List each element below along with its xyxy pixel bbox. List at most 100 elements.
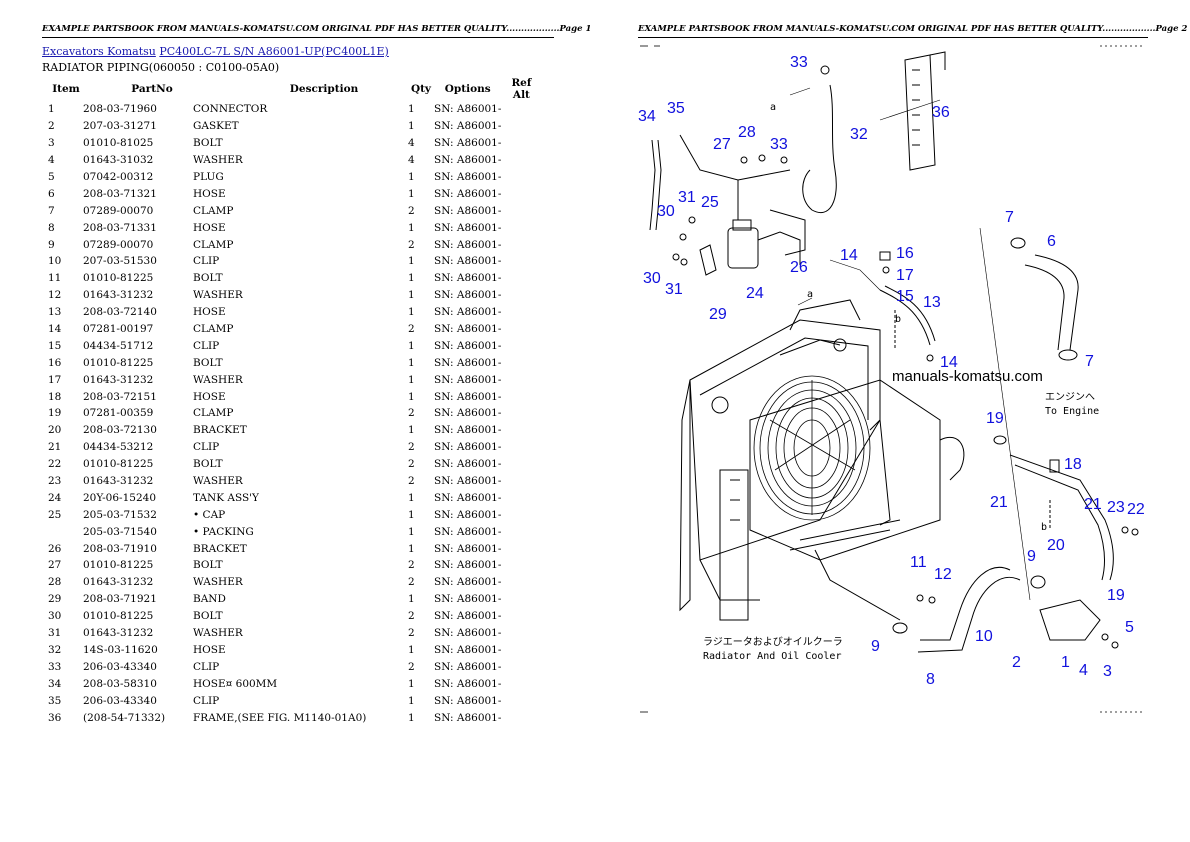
cell-qty: 1: [408, 339, 415, 352]
cell-partno: (208-54-71332): [83, 711, 166, 724]
cell-description: BOLT: [193, 458, 223, 471]
cell-ref-alt: [501, 439, 541, 456]
cell-item: 22: [48, 458, 62, 471]
cell-qty: 2: [408, 204, 415, 217]
cell-description: BRACKET: [193, 542, 247, 555]
callout-25: 25: [701, 194, 719, 211]
cell-description: CLAMP: [193, 204, 234, 217]
cell-partno: 208-03-71910: [83, 542, 157, 555]
cell-qty: 2: [408, 441, 415, 454]
breadcrumb-link-category[interactable]: Excavators Komatsu: [42, 45, 156, 58]
cell-options: SN: A86001-: [434, 525, 502, 538]
callout-33-b: 33: [770, 136, 788, 153]
cell-ref-alt: [501, 135, 541, 152]
cell-item: 18: [48, 390, 62, 403]
callout-1: 1: [1061, 654, 1070, 671]
cell-description: WASHER: [193, 289, 243, 302]
cell-qty: 1: [408, 356, 415, 369]
page1-header-rule: [42, 37, 554, 38]
cell-qty: 1: [408, 525, 415, 538]
section-letter-a-mid: a: [807, 289, 813, 300]
cell-item: 13: [48, 306, 62, 319]
parts-table: Item PartNo Description Qty Options Ref …: [42, 77, 541, 726]
cell-ref-alt: [501, 591, 541, 608]
frame-bracket: [904, 51, 946, 171]
cell-description: CLIP: [193, 660, 220, 673]
callout-19-b: 19: [1107, 587, 1125, 604]
callout-5: 5: [1125, 619, 1134, 636]
cell-qty: 1: [408, 593, 415, 606]
breadcrumb-link-model[interactable]: PC400LC-7L S/N A86001-UP(PC400L1E): [159, 45, 389, 58]
cell-ref-alt: [501, 709, 541, 726]
cell-item: 16: [48, 356, 62, 369]
callout-33: 33: [790, 54, 808, 71]
callout-21: 21: [990, 494, 1008, 511]
cell-partno: 208-03-71921: [83, 593, 157, 606]
cell-qty: 1: [408, 424, 415, 437]
cell-description: BOLT: [193, 559, 223, 572]
callout-3: 3: [1103, 663, 1112, 680]
breadcrumb: Excavators Komatsu PC400LC-7L S/N A86001…: [42, 45, 389, 58]
cell-ref-alt: [501, 236, 541, 253]
cell-ref-alt: [501, 608, 541, 625]
cell-description: BOLT: [193, 137, 223, 150]
cell-description: CLAMP: [193, 323, 234, 336]
cell-qty: 1: [408, 120, 415, 133]
cell-partno: 208-03-58310: [83, 677, 157, 690]
cell-partno: 207-03-51530: [83, 255, 157, 268]
cell-partno: 01010-81225: [83, 356, 154, 369]
cell-item: 12: [48, 289, 62, 302]
callout-16: 16: [896, 245, 914, 262]
hose-lines: [649, 84, 1114, 653]
cell-item: 32: [48, 643, 62, 656]
cell-qty: 1: [408, 491, 415, 504]
cell-options: SN: A86001-: [434, 677, 502, 690]
cell-ref-alt: [501, 473, 541, 490]
cell-ref-alt: [501, 152, 541, 169]
cell-options: SN: A86001-: [434, 171, 502, 183]
cell-item: 3: [48, 137, 55, 150]
callout-34: 34: [638, 108, 656, 125]
callout-23: 23: [1107, 499, 1125, 516]
cell-options: SN: A86001-: [434, 339, 502, 352]
cell-qty: 1: [408, 187, 415, 200]
cell-options: SN: A86001-: [434, 424, 502, 437]
cell-partno: 20Y-06-15240: [83, 491, 156, 504]
cell-partno: 01643-31232: [83, 289, 154, 302]
cell-qty: 1: [408, 221, 415, 234]
corner-marks: [640, 45, 1143, 713]
cell-options: SN: A86001-: [434, 390, 502, 403]
cell-description: WASHER: [193, 154, 243, 167]
cell-item: 36: [48, 711, 62, 724]
cell-item: 33: [48, 660, 62, 673]
cell-description: HOSE: [193, 306, 226, 319]
cell-options: SN: A86001-: [434, 576, 502, 589]
cell-options: SN: A86001-: [434, 407, 502, 420]
callout-12: 12: [934, 566, 952, 583]
cell-item: 1: [48, 103, 55, 116]
cell-description: WASHER: [193, 475, 243, 488]
cell-partno: 205-03-71532: [83, 508, 157, 521]
cell-description: CLIP: [193, 255, 220, 268]
fan-shroud: [753, 375, 871, 521]
page2-header: EXAMPLE PARTSBOOK FROM MANUALS-KOMATSU.C…: [638, 24, 1188, 34]
cell-partno: 208-03-72130: [83, 424, 157, 437]
cell-options: SN: A86001-: [434, 289, 502, 302]
cell-item: 11: [48, 272, 62, 285]
cell-item: 2: [48, 120, 55, 133]
cell-item: 34: [48, 677, 62, 690]
cell-qty: 1: [408, 390, 415, 403]
cell-item: 7: [48, 204, 55, 217]
cell-description: HOSE: [193, 221, 226, 234]
